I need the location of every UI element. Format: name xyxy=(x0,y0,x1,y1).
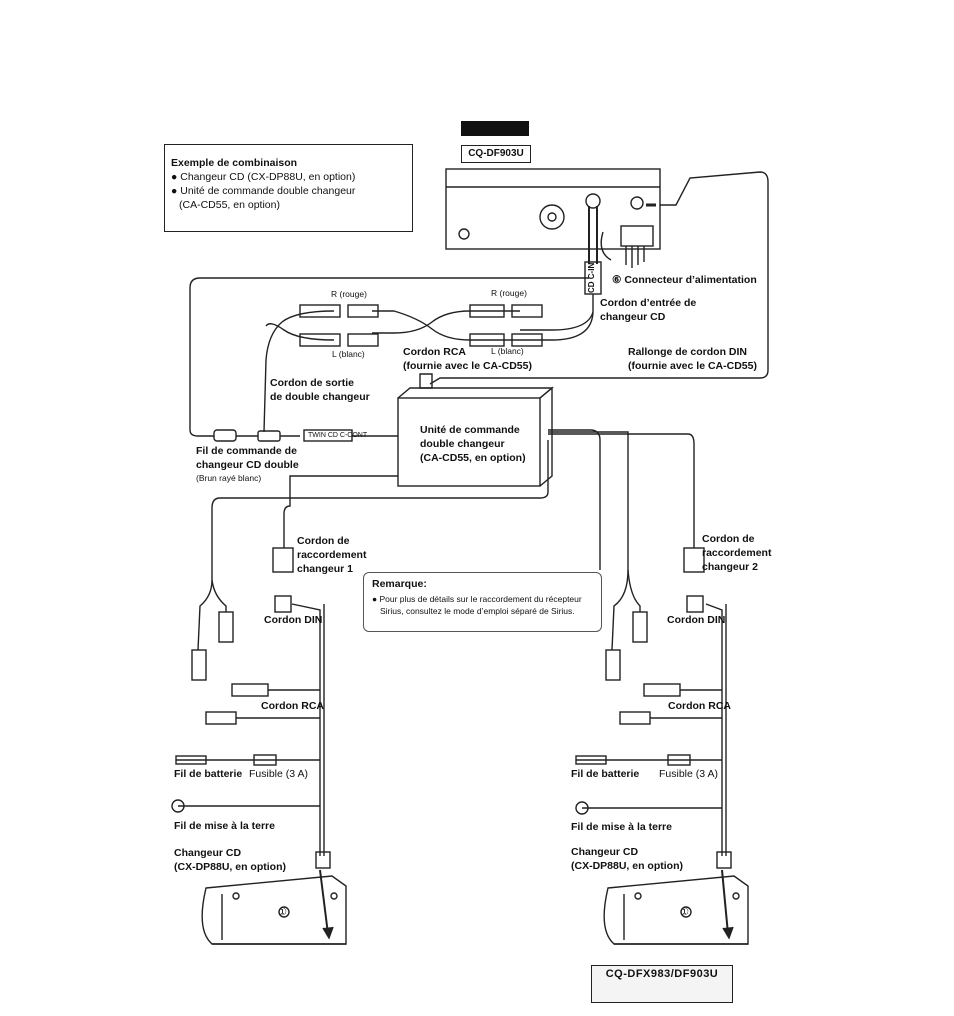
fuse-left-label: Fusible (3 A) xyxy=(249,768,308,780)
rca-plug-l-right xyxy=(469,333,505,347)
connection-cord-2-label-3: changeur 2 xyxy=(702,561,759,573)
battery-wire-left-label: Fil de batterie xyxy=(174,768,243,780)
left-rca-split-a xyxy=(218,611,234,643)
note-text-2: Sirius, consultez le mode d’emploi sépar… xyxy=(380,606,575,616)
dual-unit-label-2: double changeur xyxy=(420,438,505,450)
connection-cord-2-label-1: Cordon de xyxy=(702,533,755,545)
r-rouge-right-label: R (rouge) xyxy=(491,288,527,298)
rca-cord-right-label: Cordon RCA xyxy=(668,700,731,712)
connection-cord-1-label-1: Cordon de xyxy=(297,535,350,547)
left-din-plug xyxy=(274,595,292,613)
changer-right-label-2: (CX-DP88U, en option) xyxy=(571,860,683,872)
dual-unit-label-3: (CA-CD55, en option) xyxy=(420,452,526,464)
changer1-cord xyxy=(211,440,549,580)
control-wire-label-1: Fil de commande de xyxy=(196,445,297,457)
left-rca-split-b xyxy=(191,649,207,681)
power-connector-label: ⑥ Connecteur d’alimentation xyxy=(612,274,757,286)
changer-right-number: ① xyxy=(680,907,689,918)
chassis-mount-outer xyxy=(539,204,565,230)
dual-unit-label-1: Unité de commande xyxy=(420,424,520,436)
din-extension-label-1: Rallonge de cordon DIN xyxy=(628,346,748,358)
head-unit-port xyxy=(630,196,644,210)
model-label: CQ-DF903U xyxy=(461,145,531,163)
right-changer-plug xyxy=(716,851,732,869)
cd-input-cord-label-2: changeur CD xyxy=(600,311,666,323)
connection-cord-1-label-2: raccordement xyxy=(297,549,367,561)
left-rca-plug-bottom xyxy=(205,711,237,725)
connection-cord-1-label-3: changeur 1 xyxy=(297,563,354,575)
right-rca-split-b xyxy=(605,649,621,681)
din-cord-right-label: Cordon DIN xyxy=(667,614,726,626)
right-din-plug xyxy=(686,595,704,613)
din-extension-cord xyxy=(429,171,769,385)
ground-wire-right-label: Fil de mise à la terre xyxy=(571,821,672,833)
twin-cd-cont-tag: TWIN CD C-CONT xyxy=(308,432,368,439)
left-cd-changer xyxy=(201,869,347,945)
r-rouge-left-label: R (rouge) xyxy=(331,289,367,299)
combination-box: Exemple de combinaison ● Changeur CD (CX… xyxy=(164,144,413,232)
right-ground-lug xyxy=(575,801,589,815)
note-text-1: ● Pour plus de détails sur le raccordeme… xyxy=(372,594,582,604)
changer2-feed xyxy=(548,429,601,570)
page-model-tag-text: CQ-DFX983/DF903U xyxy=(605,968,719,980)
rca-plug-r-right xyxy=(469,304,505,318)
din-ext-plug xyxy=(419,373,433,389)
l-blanc-right-label: L (blanc) xyxy=(491,346,524,356)
control-wire-plug xyxy=(213,429,237,442)
changer-left-label-2: (CX-DP88U, en option) xyxy=(174,861,286,873)
cdc-in-tag: CD C-IN xyxy=(587,262,596,294)
l-blanc-left-label: L (blanc) xyxy=(332,349,365,359)
left-changer-plug xyxy=(315,851,331,869)
cd-input-cord-label-1: Cordon d’entrée de xyxy=(600,297,697,309)
combo-item-3: (CA-CD55, en option) xyxy=(179,199,280,211)
left-ground-lug xyxy=(171,799,185,813)
rca-plug-l-left xyxy=(299,333,341,347)
chassis-mount-inner xyxy=(547,212,557,222)
combo-item-1: ● Changeur CD (CX-DP88U, en option) xyxy=(171,171,356,183)
left-rca-plug-top xyxy=(231,683,269,697)
section-header-bar xyxy=(461,121,529,136)
right-fuse xyxy=(667,754,691,766)
dual-output-label-2: de double changeur xyxy=(270,391,370,403)
control-wire-label-3: (Brun rayé blanc) xyxy=(196,473,262,483)
combo-title: Exemple de combinaison xyxy=(171,157,298,169)
battery-wire-right-label: Fil de batterie xyxy=(571,768,640,780)
changer-left-label-1: Changeur CD xyxy=(174,847,242,859)
connection-cord-2-label-2: raccordement xyxy=(702,547,772,559)
head-unit-hole xyxy=(458,228,470,240)
din-cord-left-label: Cordon DIN xyxy=(264,614,323,626)
combo-item-2: ● Unité de commande double changeur xyxy=(171,185,356,197)
rca-cord-label-1: Cordon RCA xyxy=(403,346,466,358)
right-rca-plug-bottom xyxy=(619,711,651,725)
right-battery-plug xyxy=(575,755,607,765)
rca-cord-label-2: (fournie avec le CA-CD55) xyxy=(403,360,532,372)
right-cd-changer xyxy=(603,869,749,945)
left-fuse xyxy=(253,754,277,766)
left-battery-plug xyxy=(175,755,207,765)
right-rca-split-a xyxy=(632,611,648,643)
changer-left-number: ① xyxy=(278,907,287,918)
note-box: Remarque: ● Pour plus de détails sur le … xyxy=(363,572,602,632)
din-extension-label-2: (fournie avec le CA-CD55) xyxy=(628,360,757,372)
note-title: Remarque: xyxy=(372,578,427,590)
dual-changer-unit-body xyxy=(397,397,541,487)
changer2-conn xyxy=(548,433,695,548)
changer-right-label-1: Changeur CD xyxy=(571,846,639,858)
changer1-connector xyxy=(272,547,294,573)
rca-plug-r-left xyxy=(299,304,341,318)
control-wire-label-2: changeur CD double xyxy=(196,459,299,471)
rca-cord-left-label: Cordon RCA xyxy=(261,700,324,712)
dual-output-label-1: Cordon de sortie xyxy=(270,377,355,389)
changer2-connector xyxy=(683,547,705,573)
fuse-right-label: Fusible (3 A) xyxy=(659,768,718,780)
head-unit-body xyxy=(445,168,661,250)
right-rca-plug-top xyxy=(643,683,681,697)
page-model-tag: CQ-DFX983/DF903U xyxy=(591,965,733,1003)
control-wire-cord xyxy=(189,277,589,437)
power-connector-block xyxy=(620,225,654,247)
cdc-in-port xyxy=(585,193,601,209)
ground-wire-left-label: Fil de mise à la terre xyxy=(174,820,275,832)
